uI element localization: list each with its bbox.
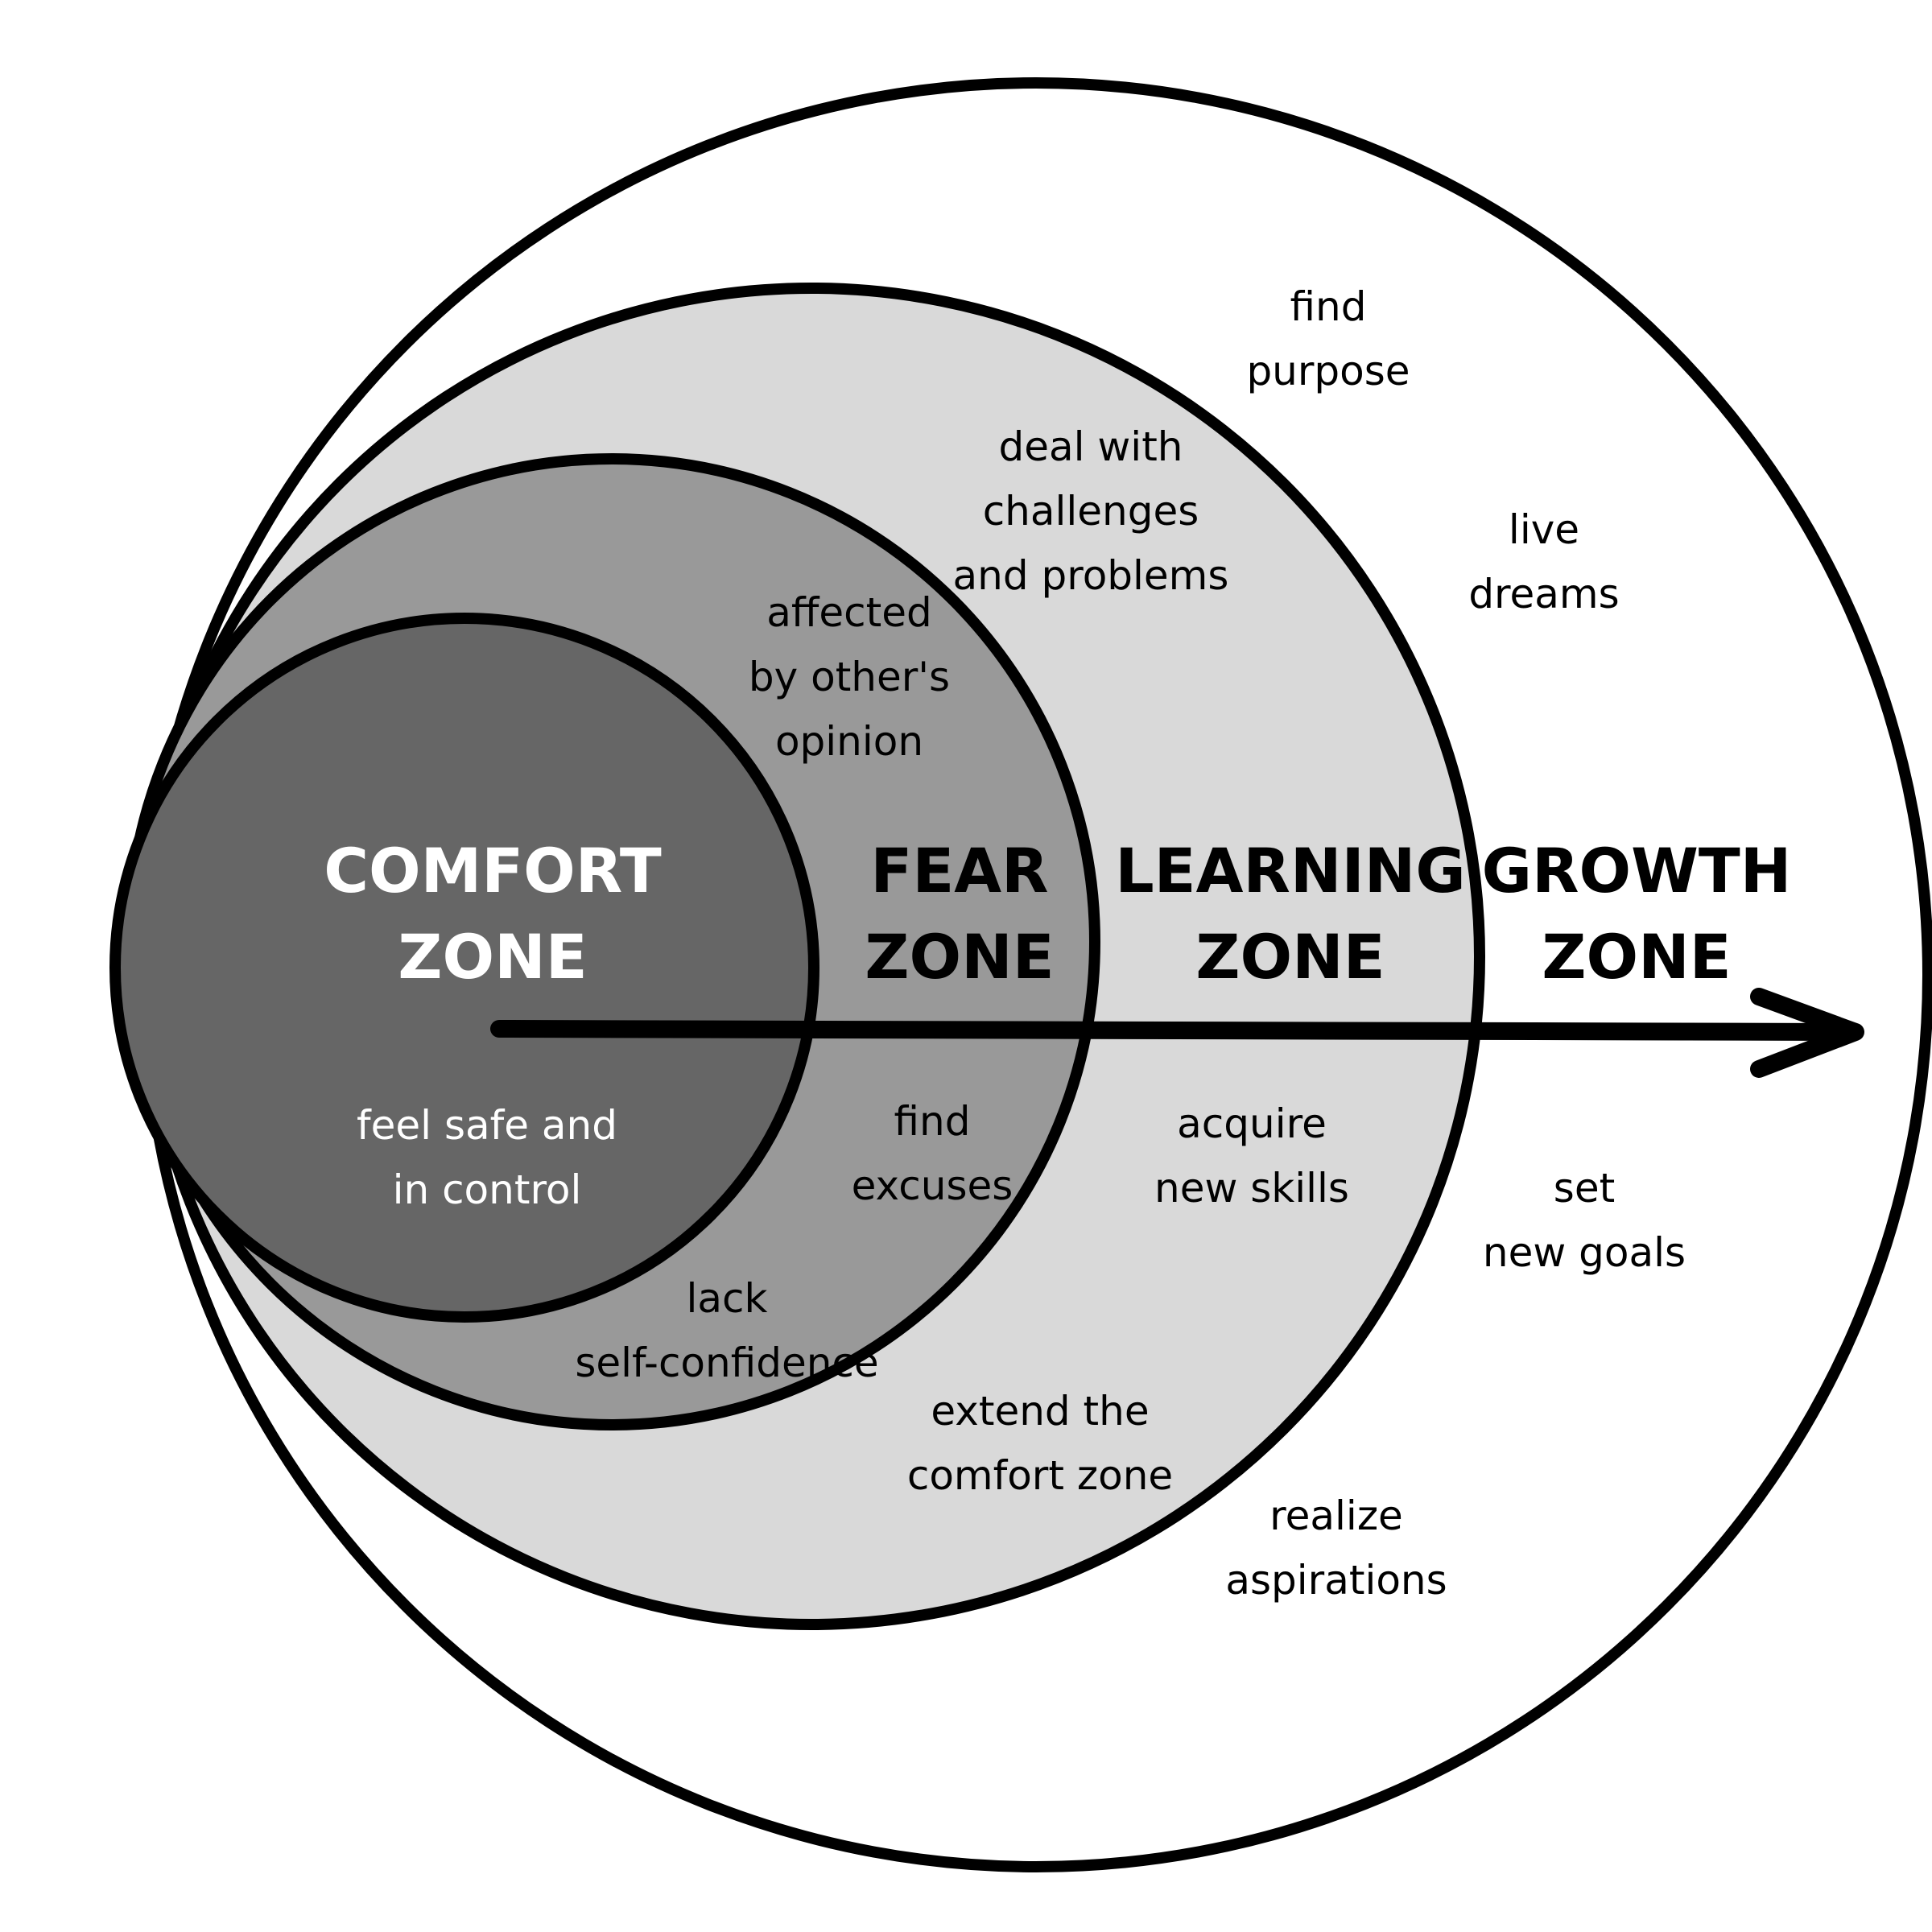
growth-note-goals-line2: new goals (1483, 1229, 1686, 1276)
learning-note-challenges-line1: deal with (998, 423, 1183, 470)
fear-note-excuses-line2: excuses (852, 1162, 1013, 1209)
right-arrow-icon (490, 988, 1864, 1078)
learning-zone-title: LEARNING ZONE (1115, 835, 1466, 993)
learning-note-challenges: deal with challenges and problems (953, 423, 1229, 599)
comfort-zone-circle (109, 613, 819, 1323)
comfort-zone-title: COMFORT ZONE (324, 835, 662, 993)
fear-zone-title-line1: FEAR (870, 835, 1048, 906)
fear-note-confidence-line2: self-confidence (575, 1340, 878, 1386)
learning-zone-title-line2: ZONE (1195, 921, 1385, 993)
fear-note-opinion-line1: affected (766, 589, 931, 636)
growth-note-purpose-line2: purpose (1246, 348, 1410, 394)
fear-note-excuses: find excuses (852, 1098, 1013, 1209)
fear-zone-title-line2: ZONE (865, 921, 1054, 993)
comfort-note-safe-line2: in control (393, 1166, 582, 1213)
growth-note-purpose: find purpose (1246, 283, 1410, 394)
growth-zone-title-line2: ZONE (1542, 921, 1731, 993)
learning-zone-title-line1: LEARNING (1115, 835, 1466, 906)
fear-note-excuses-line1: find (894, 1098, 971, 1145)
comfort-zone-title-line2: ZONE (398, 921, 587, 993)
growth-note-dreams: live dreams (1468, 506, 1619, 617)
growth-note-goals: set new goals (1483, 1165, 1686, 1276)
learning-note-extend: extend the comfort zone (907, 1388, 1173, 1499)
comfort-zone-title-line1: COMFORT (324, 835, 662, 906)
growth-zone-title: GROWTH ZONE (1482, 835, 1792, 993)
growth-note-aspirations-line1: realize (1269, 1492, 1403, 1539)
growth-note-goals-line1: set (1554, 1165, 1615, 1212)
fear-zone-title: FEAR ZONE (865, 835, 1054, 993)
growth-note-aspirations: realize aspirations (1225, 1492, 1447, 1604)
comfort-note-safe: feel safe and in control (357, 1102, 617, 1213)
learning-note-skills-line1: acquire (1177, 1100, 1327, 1147)
growth-note-purpose-line1: find (1290, 283, 1367, 330)
fear-note-confidence-line1: lack (687, 1275, 768, 1322)
learning-note-extend-line2: comfort zone (907, 1452, 1173, 1499)
learning-note-skills: acquire new skills (1154, 1100, 1349, 1212)
fear-note-confidence: lack self-confidence (575, 1275, 878, 1386)
learning-note-challenges-line2: challenges (983, 488, 1199, 535)
learning-note-challenges-line3: and problems (953, 552, 1229, 599)
fear-note-opinion-line2: by other's (749, 654, 950, 700)
fear-note-opinion-line3: opinion (775, 718, 923, 765)
growth-note-dreams-line2: dreams (1468, 571, 1619, 617)
growth-note-aspirations-line2: aspirations (1225, 1557, 1447, 1604)
growth-zone-title-line1: GROWTH (1482, 835, 1792, 906)
growth-note-dreams-line1: live (1509, 506, 1579, 553)
learning-note-skills-line2: new skills (1154, 1165, 1349, 1212)
learning-note-extend-line1: extend the (931, 1388, 1149, 1435)
fear-note-opinion: affected by other's opinion (749, 589, 950, 765)
comfort-note-safe-line1: feel safe and (357, 1102, 617, 1149)
